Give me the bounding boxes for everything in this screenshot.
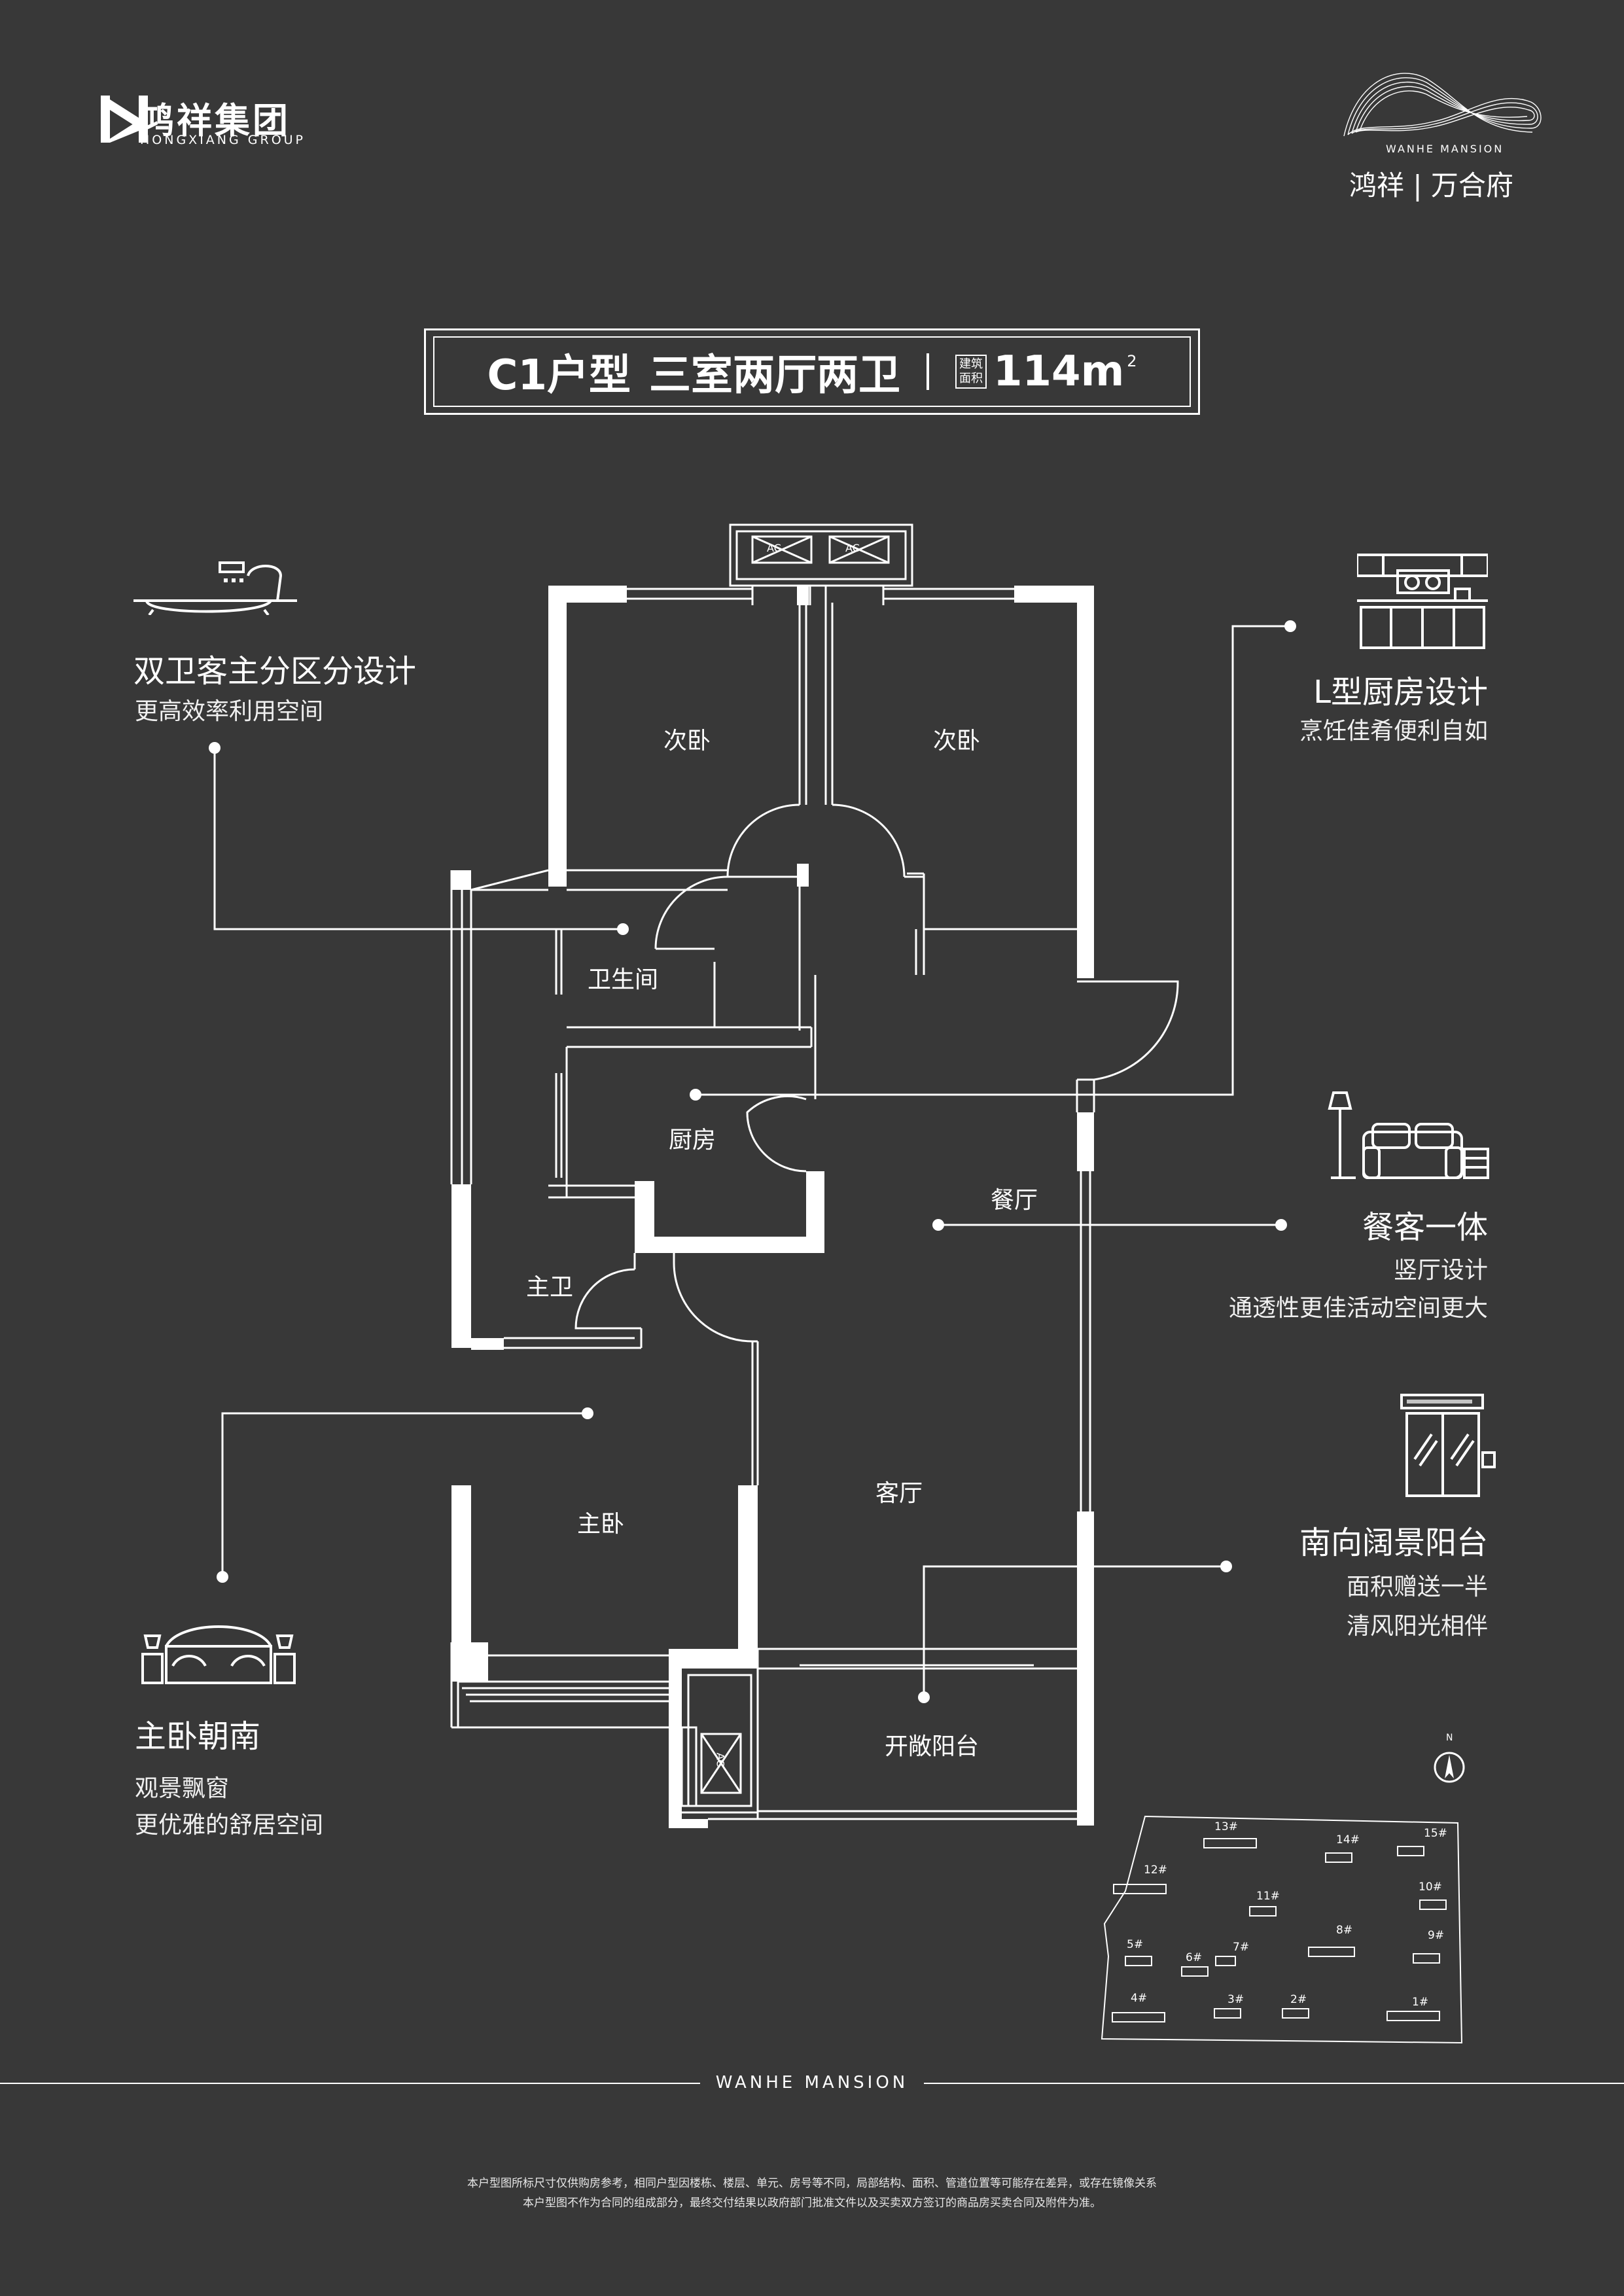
building-11: 11#: [1256, 1890, 1280, 1903]
double-bed-icon: [141, 1625, 296, 1684]
feature-balcony-sub2: 清风阳光相伴: [1346, 1613, 1488, 1640]
feature-living-sub1: 竖厅设计: [1393, 1257, 1488, 1284]
room-living: 客厅: [875, 1480, 923, 1507]
building-3: 3#: [1227, 1993, 1244, 2006]
footer-mark: WANHE MANSION: [715, 2073, 909, 2093]
building-6: 6#: [1186, 1951, 1203, 1964]
ac-label-1: AC: [767, 542, 781, 554]
feature-balcony-title: 南向阔景阳台: [1299, 1525, 1488, 1561]
site-plan-map: [1101, 1815, 1463, 2044]
disclaimer-line-1: 本户型图所标尺寸仅供购房参考，相同户型因楼栋、楼层、单元、房号等不同，局部结构、…: [467, 2177, 1157, 2190]
bathtub-icon: [133, 561, 297, 615]
area-tag-line1: 建筑: [959, 357, 983, 371]
feature-balcony-sub1: 面积赠送一半: [1346, 1574, 1488, 1600]
ac-label-3: AC: [714, 1752, 727, 1767]
title-separator: [926, 353, 929, 390]
sliding-door-icon: [1400, 1394, 1496, 1497]
feature-master-sub2: 更优雅的舒居空间: [135, 1812, 324, 1839]
building-9: 9#: [1428, 1929, 1445, 1942]
wanhe-ribbon-logo-icon: [1343, 73, 1542, 137]
room-master-bedroom: 主卧: [576, 1511, 625, 1538]
feature-living-title: 餐客一体: [1362, 1209, 1488, 1246]
feature-master-sub1: 观景飘窗: [135, 1775, 230, 1802]
area-value: 114m: [993, 347, 1125, 396]
room-bedroom-b: 次卧: [932, 728, 981, 754]
ac-label-2: AC: [845, 542, 860, 554]
building-1: 1#: [1412, 1996, 1429, 2009]
feature-bath-title: 双卫客主分区分设计: [133, 653, 417, 690]
north-label: N: [1446, 1733, 1453, 1743]
room-balcony: 开敞阳台: [884, 1733, 980, 1760]
building-8: 8#: [1336, 1924, 1353, 1937]
feature-kitchen-sub: 烹饪佳肴便利自如: [1299, 718, 1488, 745]
building-7: 7#: [1233, 1941, 1250, 1954]
building-12: 12#: [1144, 1863, 1167, 1877]
building-14: 14#: [1336, 1833, 1360, 1846]
building-5: 5#: [1127, 1938, 1144, 1951]
brand-name-cn: 鸿祥集团: [139, 100, 291, 141]
hongxiang-logo-icon: [101, 96, 148, 143]
building-13: 13#: [1214, 1820, 1238, 1833]
building-2: 2#: [1290, 1993, 1307, 2006]
room-kitchen: 厨房: [668, 1127, 716, 1154]
brand-name-en: HONGXIANG GROUP: [140, 133, 306, 147]
sofa-lamp-icon: [1328, 1091, 1489, 1179]
title-frame-inner: [433, 336, 1191, 407]
room-dining: 餐厅: [990, 1187, 1038, 1214]
building-15: 15#: [1424, 1827, 1447, 1840]
feature-kitchen-title: L型厨房设计: [1313, 674, 1488, 711]
room-bathroom: 卫生间: [587, 966, 659, 993]
building-10: 10#: [1419, 1881, 1442, 1894]
feature-master-title: 主卧朝南: [135, 1718, 261, 1755]
disclaimer-line-2: 本户型图不作为合同的组成部分，最终交付结果以政府部门批准文件以及买卖双方签订的商…: [523, 2197, 1101, 2210]
area-unit-sup: 2: [1127, 352, 1137, 370]
area-tag: 建筑 面积: [955, 355, 987, 389]
area-tag-line2: 面积: [959, 372, 983, 385]
unit-type: C1户型: [487, 351, 631, 400]
feature-living-sub2: 通透性更佳活动空间更大: [1228, 1295, 1488, 1322]
kitchen-counter-icon: [1357, 554, 1488, 649]
north-arrow-icon: [1434, 1752, 1465, 1783]
title-frame: [424, 328, 1200, 415]
room-master-bath: 主卫: [525, 1274, 574, 1301]
unit-title: C1户型 三室两厅两卫 建筑 面积 114m 2: [433, 336, 1191, 407]
building-4: 4#: [1131, 1992, 1148, 2005]
room-bedroom-a: 次卧: [663, 728, 711, 754]
feature-bath-sub: 更高效率利用空间: [135, 698, 324, 725]
project-name-cn: 鸿祥 | 万合府: [1349, 169, 1513, 202]
project-name-en: WANHE MANSION: [1386, 143, 1504, 155]
unit-layout: 三室两厅两卫: [648, 351, 900, 400]
